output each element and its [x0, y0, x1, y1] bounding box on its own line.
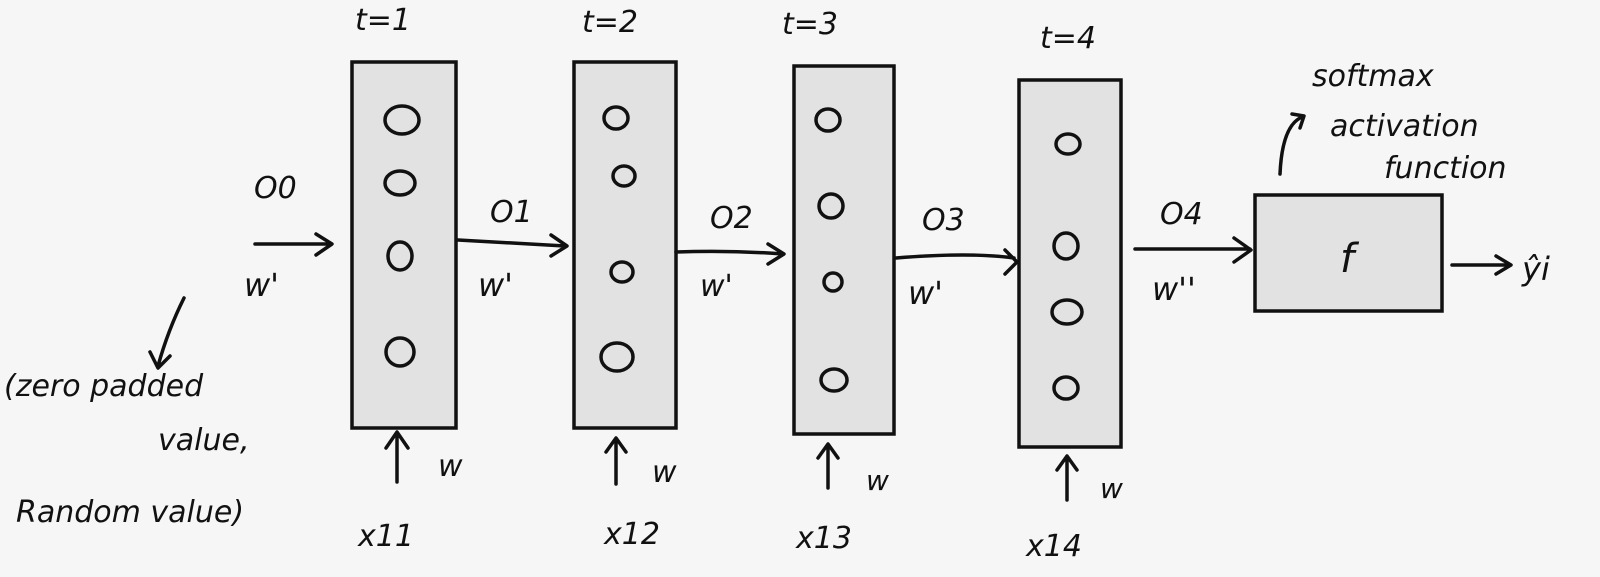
cell-4-neurons: [1050, 132, 1084, 401]
neuron: [822, 271, 844, 293]
input-arrow-1: [384, 430, 410, 484]
recurrent-arrow-3: [894, 248, 1019, 276]
input-arrow-3: [816, 442, 840, 490]
recurrent-arrow-0: [253, 232, 334, 257]
input-label-2: x12: [603, 517, 660, 552]
rnn-cell-1: [350, 60, 458, 430]
rnn-cell-2: [572, 60, 678, 430]
input-arrow-2: [604, 436, 628, 486]
activation-note-line-1: softmax: [1312, 59, 1434, 94]
initial-note-line-2: value,: [158, 423, 249, 458]
time-label-2: t=2: [582, 5, 638, 40]
input-weight-1: w: [438, 449, 463, 484]
neuron: [599, 341, 635, 373]
output-label-1: O1: [490, 195, 533, 230]
time-label-4: t=4: [1040, 21, 1096, 56]
input-label-1: x11: [357, 519, 414, 554]
neuron: [1050, 298, 1084, 326]
recurrent-arrow-2: [674, 242, 786, 266]
recurrent-weight-0: w': [244, 266, 279, 304]
cell-2-neurons: [599, 105, 637, 373]
neuron: [383, 169, 417, 197]
cell-1-neurons: [383, 104, 421, 368]
final-output-label: ŷi: [1521, 250, 1550, 288]
recurrent-arrow-4: [1133, 236, 1253, 264]
recurrent-weight-3: w': [908, 274, 943, 312]
neuron: [814, 107, 842, 133]
final-output-arrow: [1450, 254, 1513, 276]
rnn-cell-3: [792, 64, 896, 436]
initial-note-line-3: Random value): [16, 495, 244, 530]
output-label-4: O4: [1160, 197, 1203, 232]
neuron: [1052, 375, 1080, 401]
activation-box: [1253, 193, 1444, 313]
neuron: [1052, 231, 1080, 261]
initial-note-line-1: (zero padded: [4, 369, 204, 404]
neuron: [384, 336, 416, 368]
activation-note-line-2: activation: [1330, 109, 1479, 144]
output-label-2: O2: [710, 201, 753, 236]
neuron: [817, 192, 845, 220]
recurrent-arrow-1: [456, 233, 569, 258]
recurrent-weight-1: w': [478, 266, 513, 304]
neuron: [819, 367, 849, 393]
input-label-4: x14: [1025, 529, 1082, 564]
activation-note-line-3: function: [1384, 151, 1507, 186]
input-arrow-4: [1055, 454, 1079, 502]
neuron: [1054, 132, 1082, 156]
input-weight-2: w: [652, 455, 677, 490]
recurrent-weight-2: w': [700, 269, 733, 304]
neuron: [386, 240, 414, 272]
time-label-1: t=1: [355, 3, 411, 38]
input-label-3: x13: [795, 521, 852, 556]
activation-note-pointer: [1278, 112, 1306, 176]
output-label-0: O0: [254, 171, 297, 206]
input-weight-4: w: [1100, 472, 1123, 505]
output-label-3: O3: [922, 203, 965, 238]
input-weight-3: w: [866, 464, 889, 497]
initial-note-pointer: [148, 296, 186, 370]
neuron: [611, 164, 637, 188]
neuron: [602, 105, 630, 131]
time-label-3: t=3: [782, 7, 838, 42]
rnn-cell-4: [1017, 78, 1123, 449]
neuron: [609, 260, 635, 284]
cell-3-neurons: [814, 107, 849, 393]
neuron: [383, 104, 421, 136]
recurrent-weight-4: w'': [1152, 270, 1196, 308]
